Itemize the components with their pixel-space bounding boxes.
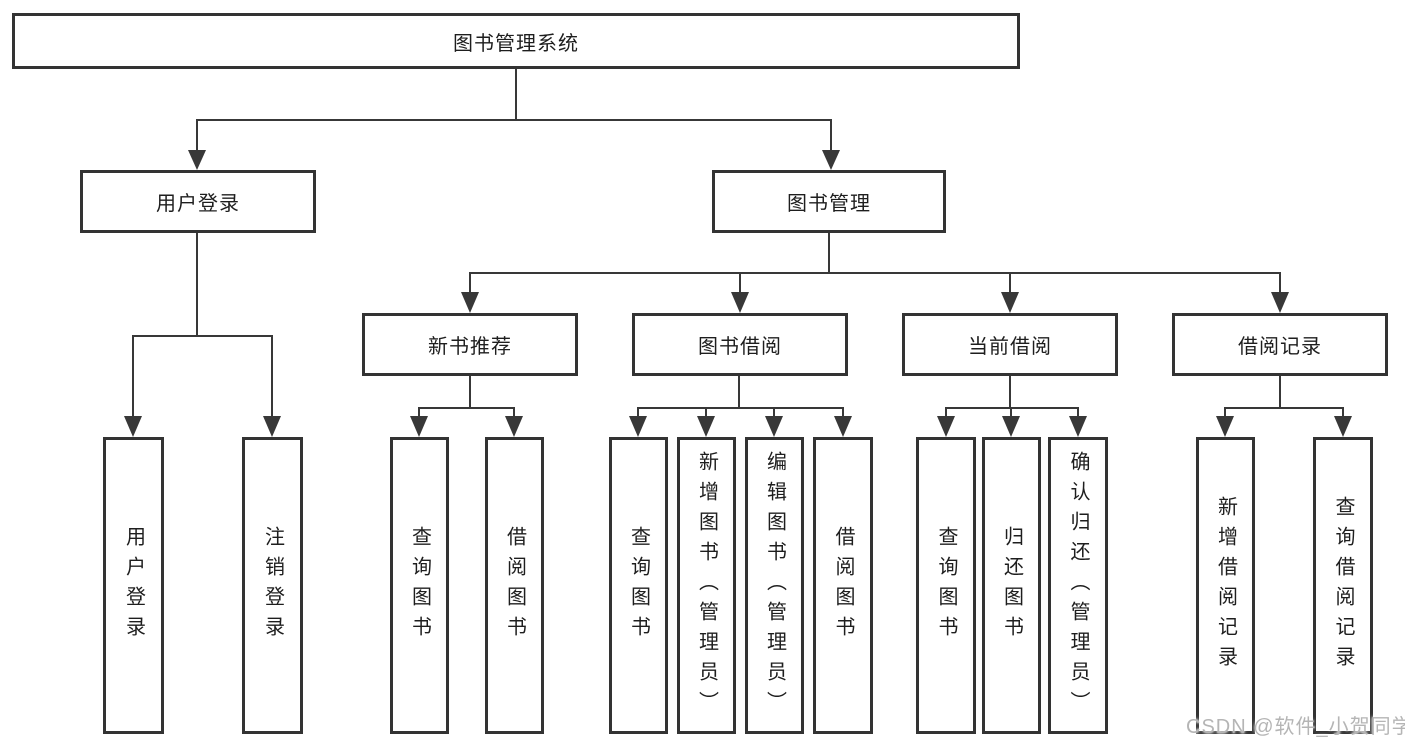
leaf-label: 归还图书 <box>1000 525 1023 646</box>
connector-drop-leaf <box>773 407 775 419</box>
connector-drop-leaf <box>418 407 420 419</box>
connector-group-stem <box>1009 376 1011 408</box>
leaf-label: 查询借阅记录 <box>1332 495 1354 676</box>
connector-drop-group <box>1279 272 1281 294</box>
down-arrowhead <box>629 416 647 437</box>
leaf-query-books-recommend: 查询图书 <box>390 437 449 734</box>
down-arrowhead <box>124 416 142 437</box>
connector-root-rail <box>196 119 832 121</box>
connector-drop-group <box>739 272 741 294</box>
leaf-borrow-books-recommend: 借阅图书 <box>485 437 544 734</box>
leaf-label: 借阅图书 <box>832 525 854 646</box>
connector-drop-group <box>1009 272 1011 294</box>
connector-group-rail <box>1224 407 1343 409</box>
down-arrowhead <box>188 150 206 170</box>
connector-drop-leaf <box>637 407 639 419</box>
leaf-label: 查询图书 <box>627 525 650 646</box>
down-arrowhead <box>731 292 749 313</box>
leaf-edit-books-admin: 编辑图书（管理员） <box>745 437 804 734</box>
down-arrowhead <box>505 416 523 437</box>
leaf-return-books: 归还图书 <box>982 437 1041 734</box>
down-arrowhead <box>1002 416 1020 437</box>
connector-drop-book-management <box>830 119 832 152</box>
node-current-borrowing: 当前借阅 <box>902 313 1118 376</box>
leaf-borrow-books-borrow: 借阅图书 <box>813 437 873 734</box>
down-arrowhead <box>834 416 852 437</box>
leaf-query-borrow-record: 查询借阅记录 <box>1313 437 1373 734</box>
leaf-label: 查询图书 <box>935 525 957 646</box>
down-arrowhead <box>263 416 281 437</box>
connector-drop-leaf <box>705 407 707 419</box>
node-user-login: 用户登录 <box>80 170 316 233</box>
node-label: 新书推荐 <box>428 336 512 358</box>
node-label: 用户登录 <box>156 193 240 215</box>
connector-drop-leaf <box>132 335 134 417</box>
connector-group-rail <box>637 407 844 409</box>
node-label: 图书管理 <box>787 193 871 215</box>
connector-book-management-rail <box>469 272 1281 274</box>
leaf-label: 新增借阅记录 <box>1214 495 1237 676</box>
down-arrowhead <box>937 416 955 437</box>
node-label: 借阅记录 <box>1238 336 1322 358</box>
connector-drop-leaf <box>271 335 273 417</box>
connector-drop-leaf <box>1077 407 1079 419</box>
csdn-watermark: CSDN @软件_小贺同学 <box>1186 716 1405 738</box>
down-arrowhead <box>1216 416 1234 437</box>
leaf-query-books-current: 查询图书 <box>916 437 976 734</box>
connector-drop-leaf <box>1224 407 1226 419</box>
connector-group-stem <box>469 376 471 408</box>
node-label: 图书借阅 <box>698 336 782 358</box>
leaf-label: 注销登录 <box>261 525 284 646</box>
connector-user-login-stem <box>196 233 198 335</box>
leaf-label: 确认归还（管理员） <box>1067 450 1089 721</box>
node-label: 图书管理系统 <box>453 32 579 55</box>
connector-group-stem <box>1279 376 1281 408</box>
leaf-user-login: 用户登录 <box>103 437 164 734</box>
connector-root-stem <box>515 69 517 119</box>
leaf-confirm-return-admin: 确认归还（管理员） <box>1048 437 1108 734</box>
node-label: 当前借阅 <box>968 336 1052 358</box>
leaf-query-books-borrow: 查询图书 <box>609 437 668 734</box>
down-arrowhead <box>1271 292 1289 313</box>
leaf-add-borrow-record: 新增借阅记录 <box>1196 437 1255 734</box>
leaf-label: 编辑图书（管理员） <box>763 450 786 721</box>
connector-drop-leaf <box>1342 407 1344 419</box>
connector-drop-leaf <box>842 407 844 419</box>
node-book-borrowing: 图书借阅 <box>632 313 848 376</box>
leaf-label: 借阅图书 <box>503 525 526 646</box>
down-arrowhead <box>461 292 479 313</box>
connector-drop-leaf <box>945 407 947 419</box>
leaf-label: 用户登录 <box>122 525 145 646</box>
node-book-management: 图书管理 <box>712 170 946 233</box>
leaf-label: 查询图书 <box>408 525 431 646</box>
connector-drop-user-login <box>196 119 198 152</box>
down-arrowhead <box>697 416 715 437</box>
leaf-add-books-admin: 新增图书（管理员） <box>677 437 736 734</box>
node-new-book-recommendation: 新书推荐 <box>362 313 578 376</box>
connector-user-login-rail <box>132 335 273 337</box>
connector-drop-group <box>469 272 471 294</box>
down-arrowhead <box>1334 416 1352 437</box>
down-arrowhead <box>410 416 428 437</box>
connector-group-rail <box>418 407 515 409</box>
connector-drop-leaf <box>513 407 515 419</box>
down-arrowhead <box>822 150 840 170</box>
leaf-logout: 注销登录 <box>242 437 303 734</box>
down-arrowhead <box>1001 292 1019 313</box>
down-arrowhead <box>765 416 783 437</box>
leaf-label: 新增图书（管理员） <box>695 450 718 721</box>
connector-book-management-stem <box>828 233 830 273</box>
down-arrowhead <box>1069 416 1087 437</box>
node-root: 图书管理系统 <box>12 13 1020 69</box>
node-borrowing-records: 借阅记录 <box>1172 313 1388 376</box>
connector-drop-leaf <box>1010 407 1012 419</box>
connector-group-stem <box>738 376 740 408</box>
